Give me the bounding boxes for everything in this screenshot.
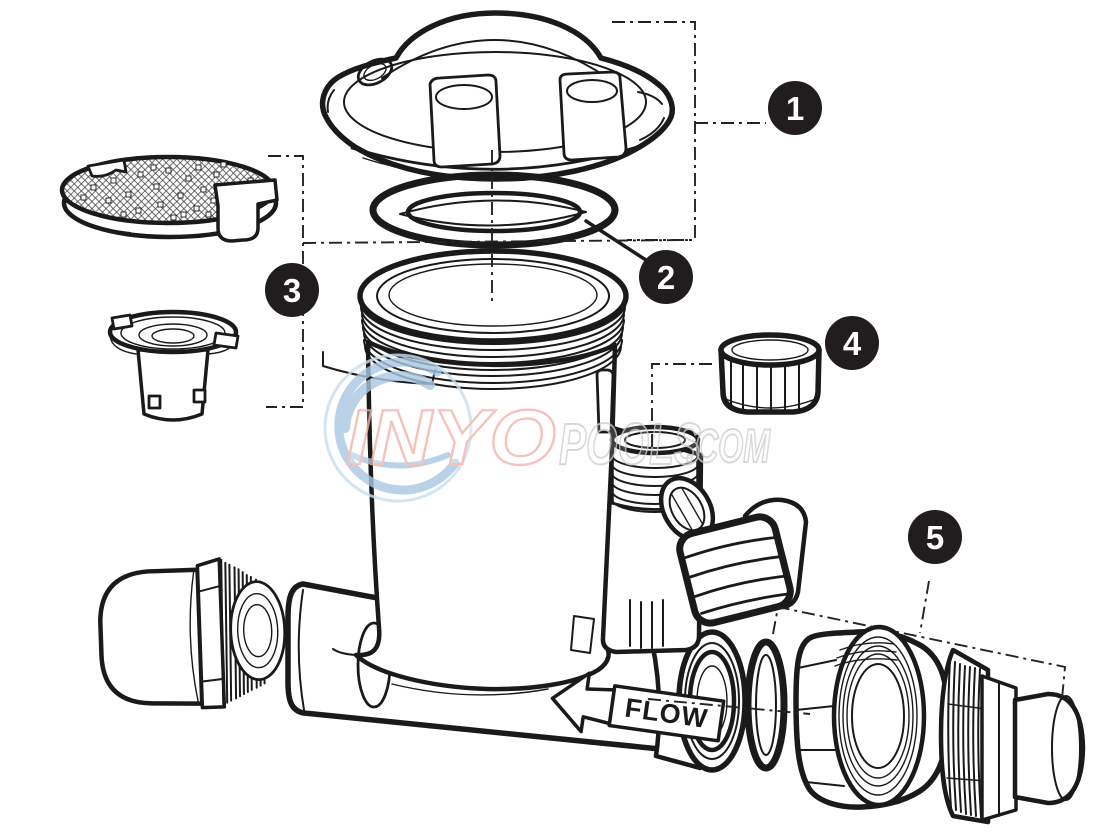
union-o-ring	[744, 638, 788, 772]
callout-4-number: 4	[843, 325, 862, 362]
disc-notch	[86, 158, 128, 178]
valve-cap-part	[718, 332, 822, 415]
injector-tip	[570, 615, 595, 654]
valve-control-knob	[676, 513, 794, 627]
callout-2-badge	[639, 250, 693, 304]
callout-4-badge	[825, 316, 879, 370]
watermark-brand-secondary: POOLS	[559, 412, 701, 477]
tube-adapter-part	[107, 309, 240, 422]
callout-2: 2	[639, 250, 693, 304]
screen-disc-part	[59, 154, 279, 243]
callout-5-badge	[908, 510, 962, 564]
part4-leader-line	[651, 363, 712, 452]
watermark-swirl-icon	[334, 357, 460, 495]
valve-threaded-stub	[609, 424, 701, 513]
callout-1: 1	[768, 81, 822, 135]
callout-5: 5	[908, 510, 962, 564]
pipe-axis-line	[647, 698, 811, 715]
watermark: INYO POOLS .COM	[323, 353, 772, 503]
callout-1-badge	[768, 81, 822, 135]
watermark-brand-primary: INYO	[346, 393, 556, 481]
lid-cap-part	[319, 10, 675, 182]
part5-bracket-line	[772, 605, 1067, 700]
callout-1-number: 1	[786, 90, 804, 127]
part1-bracket-line	[612, 21, 696, 241]
callout-3-number: 3	[283, 272, 301, 309]
flow-label-group: FLOW	[550, 671, 726, 743]
union-threaded-adapter	[938, 647, 1086, 825]
tank-mouth	[357, 248, 629, 344]
watermark-brand-suffix: .COM	[686, 419, 771, 472]
flow-label-box	[607, 684, 726, 743]
disc-tab	[213, 178, 279, 243]
callout-5-number: 5	[926, 519, 944, 556]
inlet-adapter-fitting	[98, 557, 287, 710]
part5-leader-line	[919, 580, 930, 634]
callout-3-badge	[265, 263, 319, 317]
union-nut	[793, 624, 951, 810]
callout-3: 3	[265, 263, 319, 317]
valve-assembly	[570, 368, 809, 655]
callout-4: 4	[825, 316, 879, 370]
callout-2-number: 2	[657, 259, 675, 296]
